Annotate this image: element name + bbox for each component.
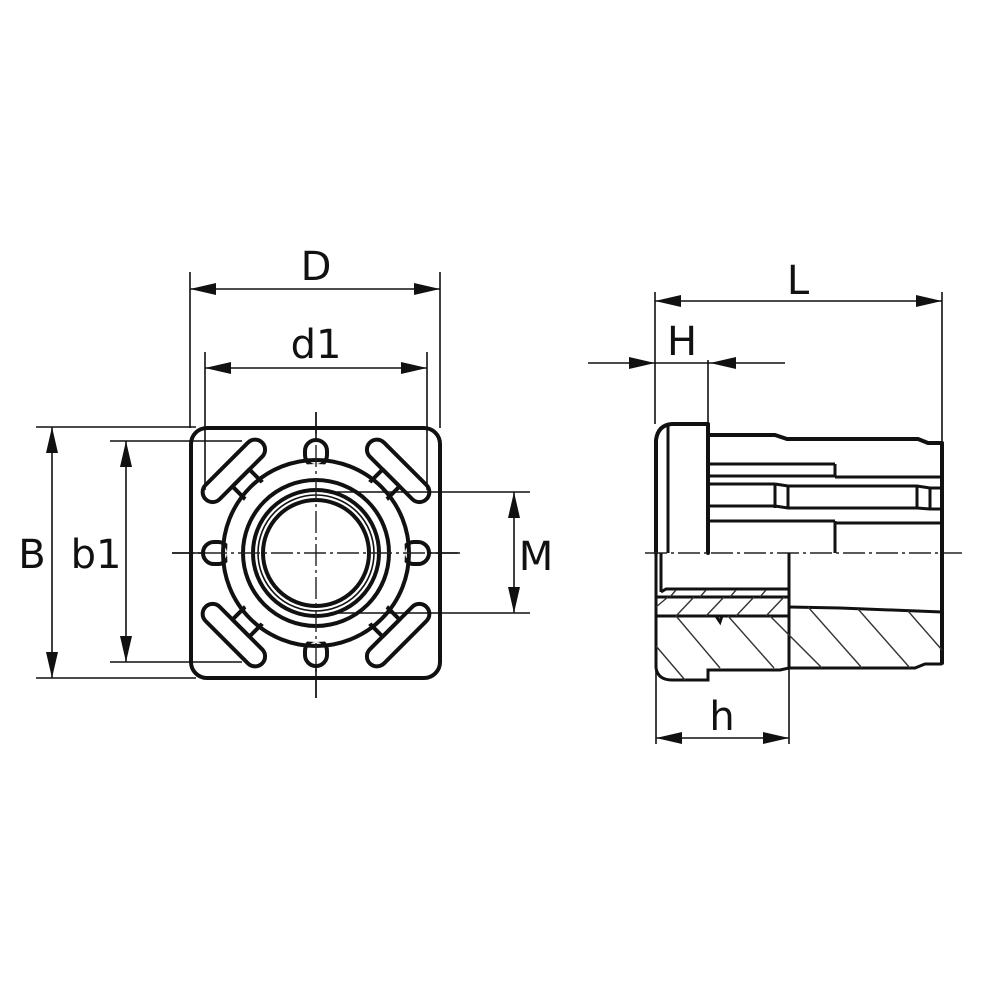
dimension-B: B <box>18 426 196 679</box>
label-H: H <box>667 319 697 365</box>
label-M: M <box>519 534 554 580</box>
label-L: L <box>787 258 810 304</box>
label-b1: b1 <box>71 532 122 578</box>
dimension-L: L <box>654 258 943 444</box>
dimension-h: h <box>655 668 790 744</box>
dimension-D: D <box>189 244 441 428</box>
dimension-M: M <box>330 491 554 614</box>
side-view <box>645 422 962 682</box>
label-B: B <box>18 532 45 578</box>
section-hatching <box>655 589 943 681</box>
label-D: D <box>301 244 332 290</box>
label-d1: d1 <box>291 322 342 368</box>
dimension-b1: b1 <box>71 440 242 663</box>
front-view <box>172 412 460 698</box>
label-h: h <box>709 694 734 740</box>
dimension-H: H <box>588 319 785 424</box>
dimension-d1: d1 <box>204 322 428 490</box>
